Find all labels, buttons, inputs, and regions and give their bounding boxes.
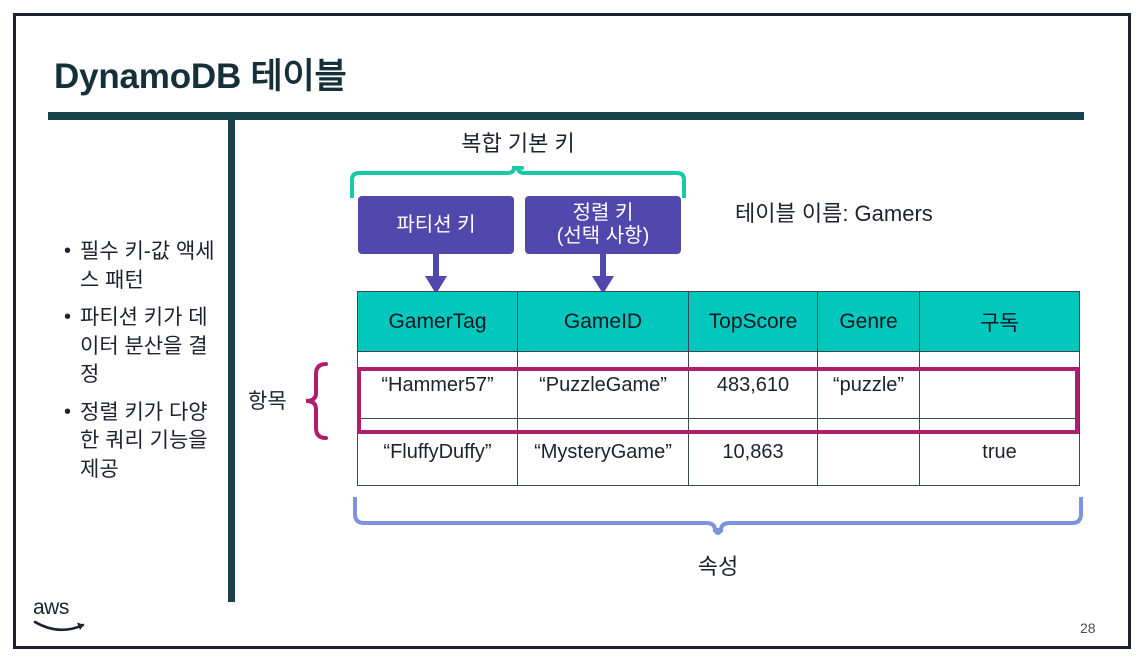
attributes-brace-icon	[353, 497, 1083, 535]
table-cell: “Hammer57”	[357, 351, 518, 419]
sort-key-box[interactable]: 정렬 키 (선택 사항)	[525, 196, 681, 254]
attributes-label: 속성	[697, 554, 739, 579]
column-header-gameid: GameID	[517, 291, 689, 352]
table-header-row: GamerTag GameID TopScore Genre 구독	[357, 291, 1080, 352]
title-rule-divider	[48, 112, 1084, 120]
vertical-divider	[228, 120, 235, 602]
list-item: • 파티션 키가 데이터 분산을 결정	[62, 304, 222, 390]
list-item: • 필수 키-값 액세스 패턴	[62, 238, 222, 295]
page-title: DynamoDB 테이블	[54, 57, 347, 96]
partition-key-box[interactable]: 파티션 키	[358, 196, 514, 254]
composite-key-brace-icon	[350, 166, 686, 198]
table-cell	[919, 351, 1080, 419]
table-row: “FluffyDuffy” “MysteryGame” 10,863 true	[357, 418, 1080, 486]
page-number: 28	[1080, 620, 1096, 636]
gamers-table: GamerTag GameID TopScore Genre 구독 “Hamme…	[357, 291, 1080, 486]
item-brace-icon	[305, 362, 328, 440]
bullet-dot-icon: •	[64, 306, 72, 329]
table-cell: “MysteryGame”	[517, 418, 689, 486]
bullet-list: • 필수 키-값 액세스 패턴 • 파티션 키가 데이터 분산을 결정 • 정렬…	[62, 238, 222, 493]
table-cell: “puzzle”	[817, 351, 920, 419]
list-item: • 정렬 키가 다양한 쿼리 기능을 제공	[62, 399, 222, 485]
aws-smile-icon	[33, 620, 85, 632]
table-cell: true	[919, 418, 1080, 486]
column-header-gamertag: GamerTag	[357, 291, 518, 352]
item-label: 항목	[248, 390, 287, 413]
partition-key-arrow-icon	[425, 252, 447, 294]
column-header-topscore: TopScore	[688, 291, 818, 352]
column-header-genre: Genre	[817, 291, 920, 352]
table-cell: “PuzzleGame”	[517, 351, 689, 419]
aws-wordmark: aws	[33, 596, 69, 619]
sort-key-label-line2: (선택 사항)	[556, 225, 650, 247]
sort-key-label-line1: 정렬 키	[572, 202, 634, 224]
table-cell: “FluffyDuffy”	[357, 418, 518, 486]
bullet-text: 필수 키-값 액세스 패턴	[80, 240, 215, 292]
bullet-text: 파티션 키가 데이터 분산을 결정	[80, 306, 208, 387]
bullet-dot-icon: •	[64, 240, 72, 262]
sort-key-arrow-icon	[592, 252, 614, 294]
aws-logo: aws	[33, 596, 93, 632]
column-header-subscription: 구독	[919, 291, 1080, 352]
table-cell: 10,863	[688, 418, 818, 486]
bullet-text: 정렬 키가 다양한 쿼리 기능을 제공	[80, 400, 208, 481]
partition-key-label: 파티션 키	[396, 213, 476, 236]
composite-key-label: 복합 기본 키	[461, 131, 575, 156]
sort-key-label: 정렬 키 (선택 사항)	[557, 202, 649, 248]
bullet-dot-icon: •	[64, 400, 72, 423]
table-row: “Hammer57” “PuzzleGame” 483,610 “puzzle”	[357, 351, 1080, 419]
table-cell: 483,610	[688, 351, 818, 419]
table-name-label: 테이블 이름: Gamers	[735, 201, 933, 226]
table-cell	[817, 418, 920, 486]
